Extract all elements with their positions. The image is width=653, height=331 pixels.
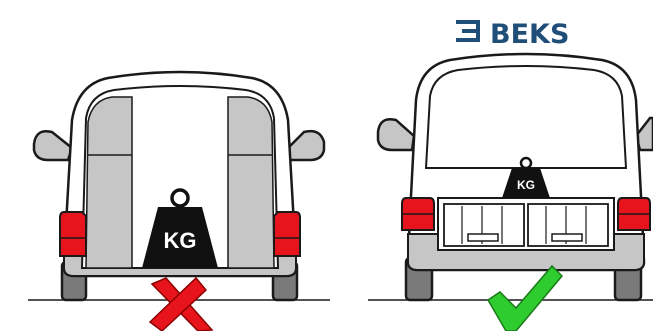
right-van-mirror-left [376, 118, 416, 152]
left-van-tail-light-right [273, 211, 301, 257]
left-van-tail-light-left [59, 211, 87, 257]
left-van-weight-label: KG [164, 228, 197, 253]
drawer-left-handle [467, 233, 499, 242]
right-van-weight-icon: KG [502, 156, 550, 198]
brand-logo: BEKS [456, 19, 569, 50]
left-van-interior-right-wall [227, 96, 275, 269]
left-van-mirror-right [286, 129, 326, 162]
drawer-system [437, 197, 615, 251]
menu-lines-logo-icon [456, 20, 480, 42]
brand-name: BEKS [490, 19, 569, 50]
cross-icon [148, 276, 214, 331]
left-van-weight-icon: KG [142, 188, 218, 268]
right-van: KG [376, 52, 653, 331]
checkmark-icon [486, 264, 564, 331]
left-van: KG [32, 70, 326, 331]
left-van-mirror-left [32, 130, 74, 162]
right-van-rear-window [424, 65, 628, 169]
right-van-weight-label: KG [517, 178, 535, 192]
left-van-interior-left-wall [85, 96, 133, 269]
drawer-right-handle [551, 233, 583, 242]
